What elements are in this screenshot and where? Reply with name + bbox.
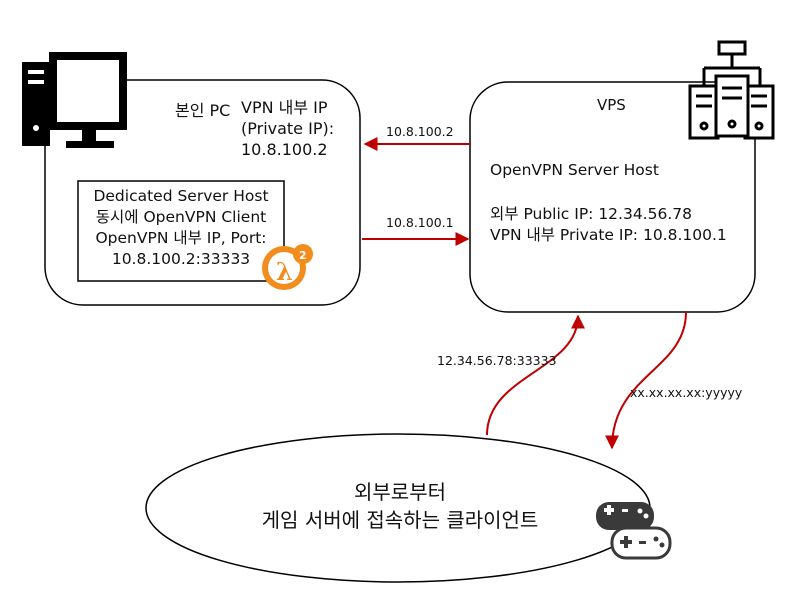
svg-text:λ: λ — [276, 257, 293, 286]
arrow-label-client-to-vps: 12.34.56.78:33333 — [437, 353, 557, 368]
arrow-client-to-vps — [486, 314, 585, 436]
svg-text:2: 2 — [299, 249, 307, 262]
dedicated-server-text: Dedicated Server Host 동시에 OpenVPN Client… — [78, 186, 284, 270]
desktop-pc-icon — [22, 52, 127, 148]
vps-ip-info: 외부 Public IP: 12.34.56.78 VPN 내부 Private… — [490, 204, 727, 246]
client-line: 게임 서버에 접속하는 클라이언트 — [261, 508, 539, 532]
pc-vpn-ip: VPN 내부 IP (Private IP): 10.8.100.2 — [241, 97, 334, 160]
vps-host-label: OpenVPN Server Host — [490, 161, 659, 179]
pc-vpn-ip-line: 10.8.100.2 — [241, 140, 328, 159]
client-line: 외부로부터 — [354, 480, 446, 504]
dedicated-server-line: Dedicated Server Host — [93, 187, 269, 205]
client-label: 외부로부터 게임 서버에 접속하는 클라이언트 — [250, 478, 550, 534]
dedicated-server-line: OpenVPN 내부 IP, Port: — [95, 229, 267, 247]
gamepads-icon — [596, 502, 672, 560]
half-life-2-logo: λ 2 — [262, 244, 313, 290]
arrow-label-vps-to-pc: 10.8.100.2 — [386, 124, 454, 139]
vps-label: VPS — [597, 96, 626, 114]
arrow-vps-to-client — [605, 311, 687, 450]
vps-ip-line: VPN 내부 Private IP: 10.8.100.1 — [490, 226, 727, 244]
vps-ip-line: 외부 Public IP: 12.34.56.78 — [490, 205, 692, 223]
vps-box — [469, 81, 756, 313]
dedicated-server-line: 동시에 OpenVPN Client — [95, 208, 267, 226]
pc-vpn-ip-line: (Private IP): — [241, 119, 335, 138]
dedicated-server-box — [77, 180, 285, 282]
pc-vpn-ip-line: VPN 내부 IP — [241, 98, 328, 117]
pc-label: 본인 PC — [175, 101, 231, 120]
arrow-label-pc-to-vps: 10.8.100.1 — [386, 215, 454, 230]
server-rack-icon — [688, 40, 775, 140]
dedicated-server-line: 10.8.100.2:33333 — [111, 250, 251, 268]
arrow-label-vps-to-client: xx.xx.xx.xx:yyyyy — [630, 385, 743, 400]
